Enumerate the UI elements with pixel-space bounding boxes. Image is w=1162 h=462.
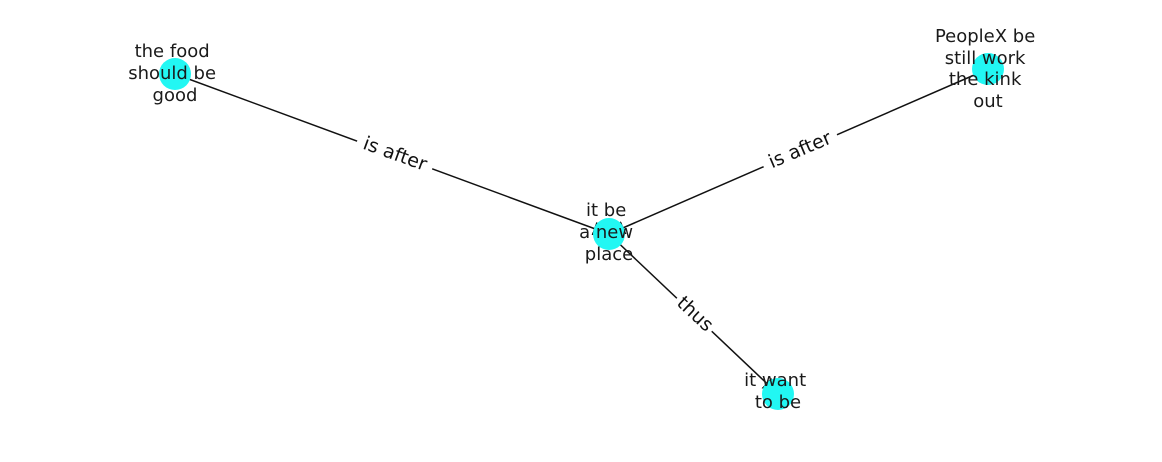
edge-label-group: is after — [758, 122, 842, 178]
node-label: it be a new place — [579, 200, 639, 265]
node-the-food-should-be-good[interactable]: the food should be good — [128, 41, 222, 106]
node-label: the food should be good — [128, 41, 222, 106]
node-it-want-to-be[interactable]: it want to be — [744, 370, 812, 413]
node-label: PeopleX be still work the kink out — [935, 26, 1041, 112]
node-circle — [159, 58, 191, 90]
edge-label-peoplex-is-after: is after — [765, 127, 835, 173]
edge-label-food-is-after: is after — [360, 132, 430, 175]
node-peoplex-be-still-work-the-kink-out[interactable]: PeopleX be still work the kink out — [935, 26, 1041, 112]
node-it-be-a-new-place[interactable]: it be a new place — [579, 200, 639, 265]
edge-label-group: is after — [352, 128, 438, 180]
node-circle — [593, 218, 625, 250]
node-label: it want to be — [744, 370, 812, 413]
node-circle — [972, 53, 1004, 85]
node-circle — [762, 378, 794, 410]
